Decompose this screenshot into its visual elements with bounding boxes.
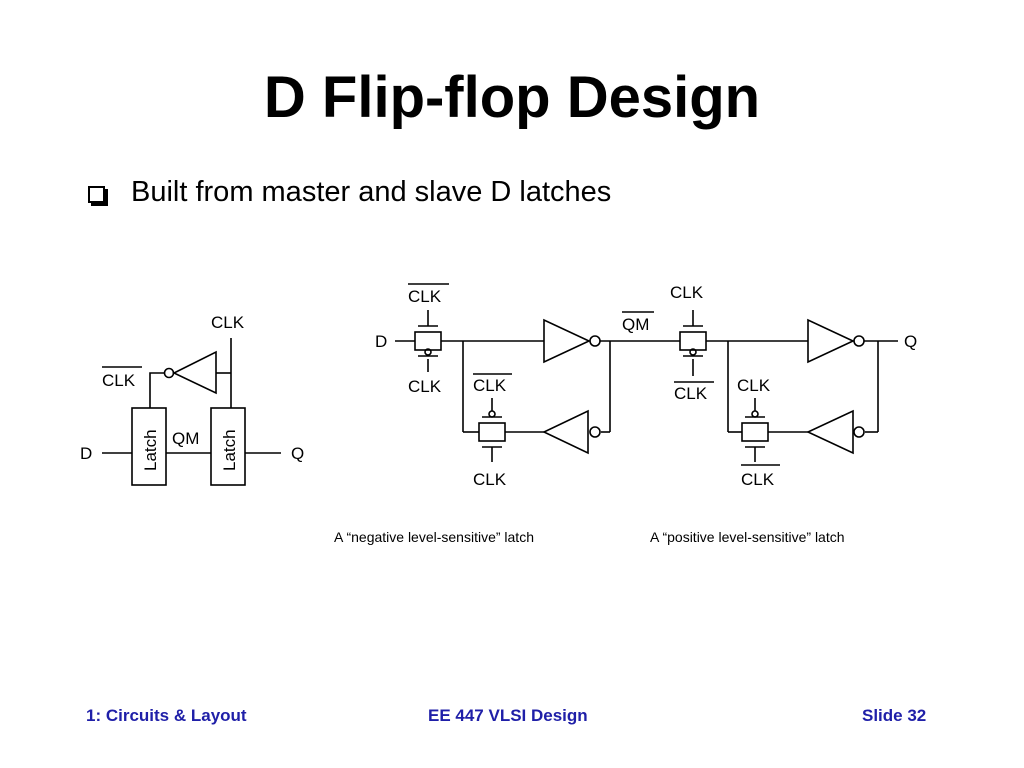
master-latch-box	[131, 407, 167, 486]
pos-q-label: Q	[904, 332, 917, 351]
transmission-gate-icon	[414, 331, 442, 351]
slide-title: D Flip-flop Design	[263, 65, 761, 130]
pos-tg2-top-label: CLK	[737, 376, 771, 395]
pos-tg2-bottom-label: CLK	[741, 470, 775, 489]
forward-inverter-icon	[807, 318, 855, 364]
neg-tg2-top-label: CLK	[473, 376, 507, 395]
neg-tg1-top-label: CLK	[408, 287, 442, 306]
neg-d-label: D	[375, 332, 387, 351]
inverter-bubble-icon	[589, 335, 601, 347]
footer-slide-number: Slide 32	[862, 706, 927, 725]
clock-inverter-icon	[172, 350, 217, 395]
positive-latch-schematic	[679, 310, 898, 462]
feedback-inverter-icon	[806, 409, 854, 455]
overbars	[102, 283, 780, 466]
footer-course-section: 1: Circuits & Layout	[86, 706, 247, 725]
footer-course-title: EE 447 VLSI Design	[428, 706, 588, 725]
transmission-gate-icon	[741, 422, 769, 442]
master-latch-label: Latch	[141, 429, 160, 471]
neg-tg2-bottom-label: CLK	[473, 470, 507, 489]
slave-latch-box	[210, 407, 246, 486]
transmission-gate-icon	[679, 331, 707, 351]
pos-tg1-top-label: CLK	[670, 283, 704, 302]
forward-inverter-icon	[543, 318, 591, 364]
block-diagram	[102, 338, 281, 486]
slave-latch-label: Latch	[220, 429, 239, 471]
negative-latch-schematic	[395, 310, 680, 462]
neg-qm-label: QM	[622, 315, 649, 334]
bullet-text: Built from master and slave D latches	[131, 176, 612, 208]
block-qm-label: QM	[172, 429, 199, 448]
inverter-bubble-icon	[853, 426, 865, 438]
neg-tg1-bottom-label: CLK	[408, 377, 442, 396]
inverter-bubble-icon	[853, 335, 865, 347]
pos-tg1-bottom-label: CLK	[674, 384, 708, 403]
checkbox-bullet-icon	[88, 186, 105, 203]
block-clk-label: CLK	[211, 313, 245, 332]
negative-latch-caption: A “negative level-sensitive” latch	[334, 529, 534, 545]
transmission-gate-icon	[478, 422, 506, 442]
bullet-item: Built from master and slave D latches	[88, 176, 611, 209]
feedback-inverter-icon	[542, 409, 589, 455]
clk-bar-wire	[149, 372, 164, 408]
block-q-label: Q	[291, 444, 304, 463]
block-clk-bar-label: CLK	[102, 371, 136, 390]
inverter-bubble-icon	[163, 367, 175, 379]
positive-latch-caption: A “positive level-sensitive” latch	[650, 529, 845, 545]
inverter-bubble-icon	[589, 426, 601, 438]
block-d-label: D	[80, 444, 92, 463]
